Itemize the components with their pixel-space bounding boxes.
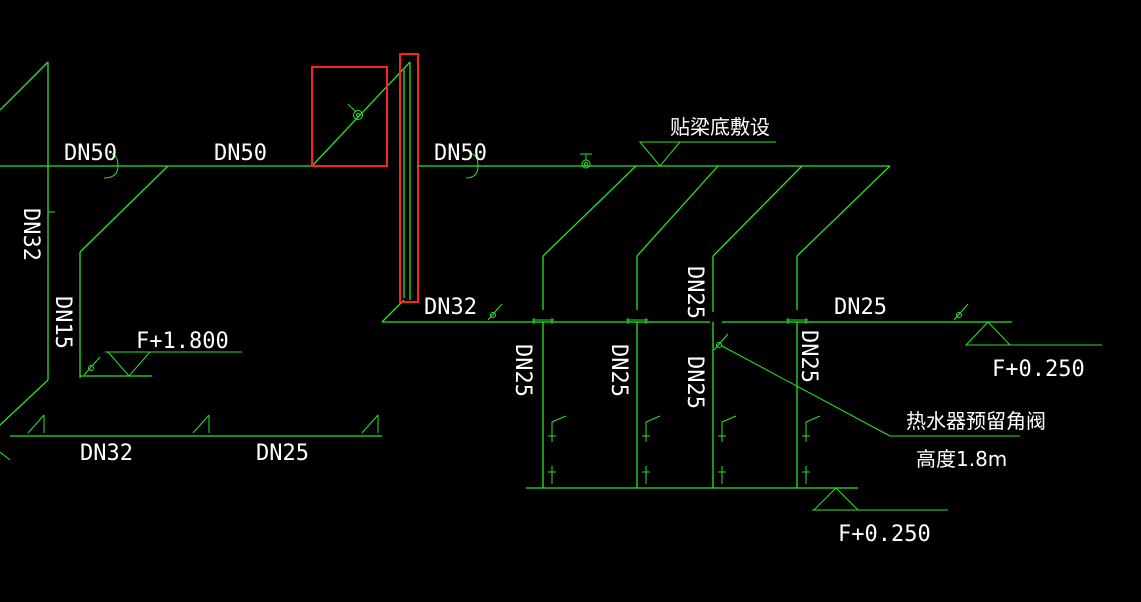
diagonal-riser-c xyxy=(712,165,803,257)
tee-a xyxy=(532,318,554,324)
pipe-end-tick xyxy=(0,451,11,461)
highlight-box-riser xyxy=(399,53,419,303)
diagonal-riser-d xyxy=(796,165,891,257)
branch-group xyxy=(382,303,1102,511)
label-dn25-branch-right: DN25 xyxy=(834,295,887,320)
label-f0250-right: F+0.250 xyxy=(992,357,1085,382)
valve-icon xyxy=(713,333,729,351)
tee-b xyxy=(626,318,648,324)
pipe-break-symbol-right xyxy=(465,153,479,179)
label-dn25-riser-c-bottom: DN25 xyxy=(682,356,707,409)
label-dn32-bottom: DN32 xyxy=(80,441,133,466)
valve-icon xyxy=(347,103,363,120)
tee-d xyxy=(786,318,808,324)
elevation-marker-f0250-bottom xyxy=(812,487,860,511)
left-pipe-group xyxy=(0,61,385,461)
valve-icon xyxy=(487,303,503,321)
valve-icon xyxy=(192,414,210,434)
left-diagonal-bottom xyxy=(0,379,49,426)
diagonal-riser-b xyxy=(636,165,719,257)
valve-icon xyxy=(580,153,592,169)
label-heater-height: 高度1.8m xyxy=(916,447,1007,471)
highlight-box-valve xyxy=(311,66,388,167)
label-dn25-riser-a: DN25 xyxy=(510,344,535,397)
left-diagonal-top xyxy=(0,61,49,111)
label-dn32-vertical: DN32 xyxy=(18,208,43,261)
valve-icon xyxy=(27,414,45,434)
angle-valve-icon xyxy=(642,415,661,484)
right-main-group xyxy=(418,141,891,312)
diagonal-main-riser xyxy=(311,61,411,167)
label-beam-note: 贴梁底敷设 xyxy=(670,115,770,139)
fixture-symbols xyxy=(548,415,821,484)
elevation-marker-f1800 xyxy=(106,351,152,377)
valve-icon xyxy=(361,414,379,434)
label-f1800: F+1.800 xyxy=(136,329,229,354)
diagonal-riser-a xyxy=(542,165,637,257)
label-dn15-vertical: DN15 xyxy=(50,296,75,349)
label-heater-valve: 热水器预留角阀 xyxy=(906,409,1046,433)
diagonal-to-dn15 xyxy=(79,165,169,253)
label-dn25-riser-d: DN25 xyxy=(796,330,821,383)
valve-icon xyxy=(953,303,969,321)
label-dn25-bottom: DN25 xyxy=(256,441,309,466)
label-dn50-right: DN50 xyxy=(434,141,487,166)
angle-valve-icon xyxy=(548,415,567,484)
label-dn25-riser-b: DN25 xyxy=(606,344,631,397)
central-riser-group xyxy=(311,53,419,323)
label-dn25-riser-c-top: DN25 xyxy=(682,266,707,319)
riser-to-branch xyxy=(381,299,405,323)
angle-valve-icon xyxy=(802,415,821,484)
angle-valve-icon xyxy=(718,415,737,484)
valve-icon xyxy=(83,356,101,376)
label-f0250-bottom: F+0.250 xyxy=(838,522,931,547)
beam-marker xyxy=(638,141,682,167)
label-dn32-branch: DN32 xyxy=(424,295,477,320)
label-dn50-left: DN50 xyxy=(64,141,117,166)
label-dn50-mid: DN50 xyxy=(214,141,267,166)
leader-heater-valve xyxy=(721,345,891,437)
elevation-marker-f0250-right xyxy=(964,321,1012,346)
